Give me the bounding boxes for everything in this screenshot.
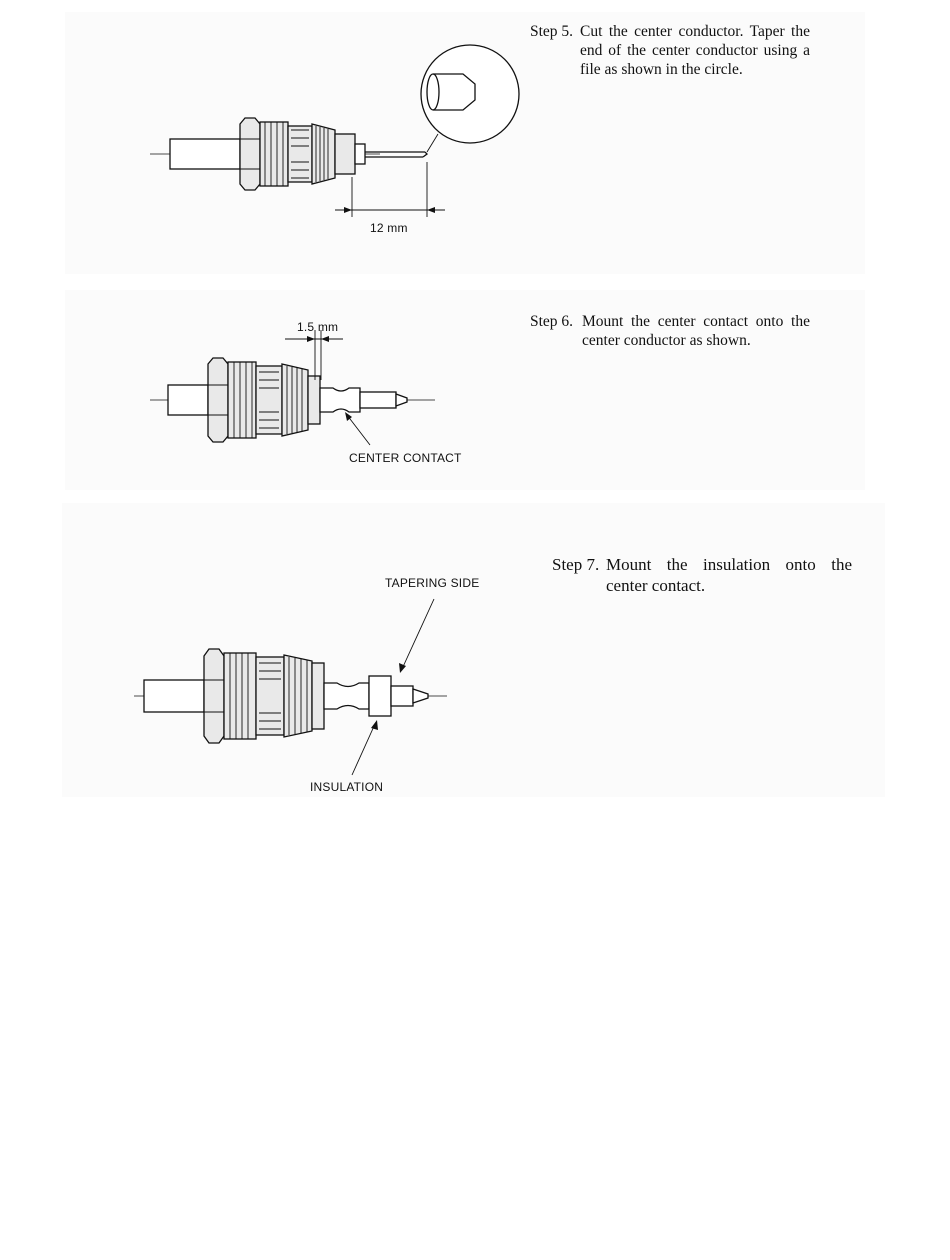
step-5-text: Cut the center conductor. Taper the end …	[580, 23, 810, 80]
step-5-label: Step 5.	[530, 23, 573, 42]
step-7-panel: TAPERING SIDE INSULATION	[62, 503, 885, 797]
step-7-tapering-side-label: TAPERING SIDE	[385, 576, 479, 590]
step-7-label: Step 7.	[552, 555, 599, 576]
step-6-label: Step 6.	[530, 313, 573, 332]
step-6-dimension-label: 1.5 mm	[297, 320, 338, 334]
step-6-center-contact-label: CENTER CONTACT	[349, 451, 462, 465]
step-7-text: Mount the insulation onto the center con…	[606, 555, 852, 596]
step-5-dimension-label: 12 mm	[370, 221, 408, 235]
step-7-insulation-label: INSULATION	[310, 780, 383, 794]
step-7-connector-illustration	[62, 503, 885, 797]
step-6-text: Mount the center contact onto the center…	[582, 313, 810, 351]
